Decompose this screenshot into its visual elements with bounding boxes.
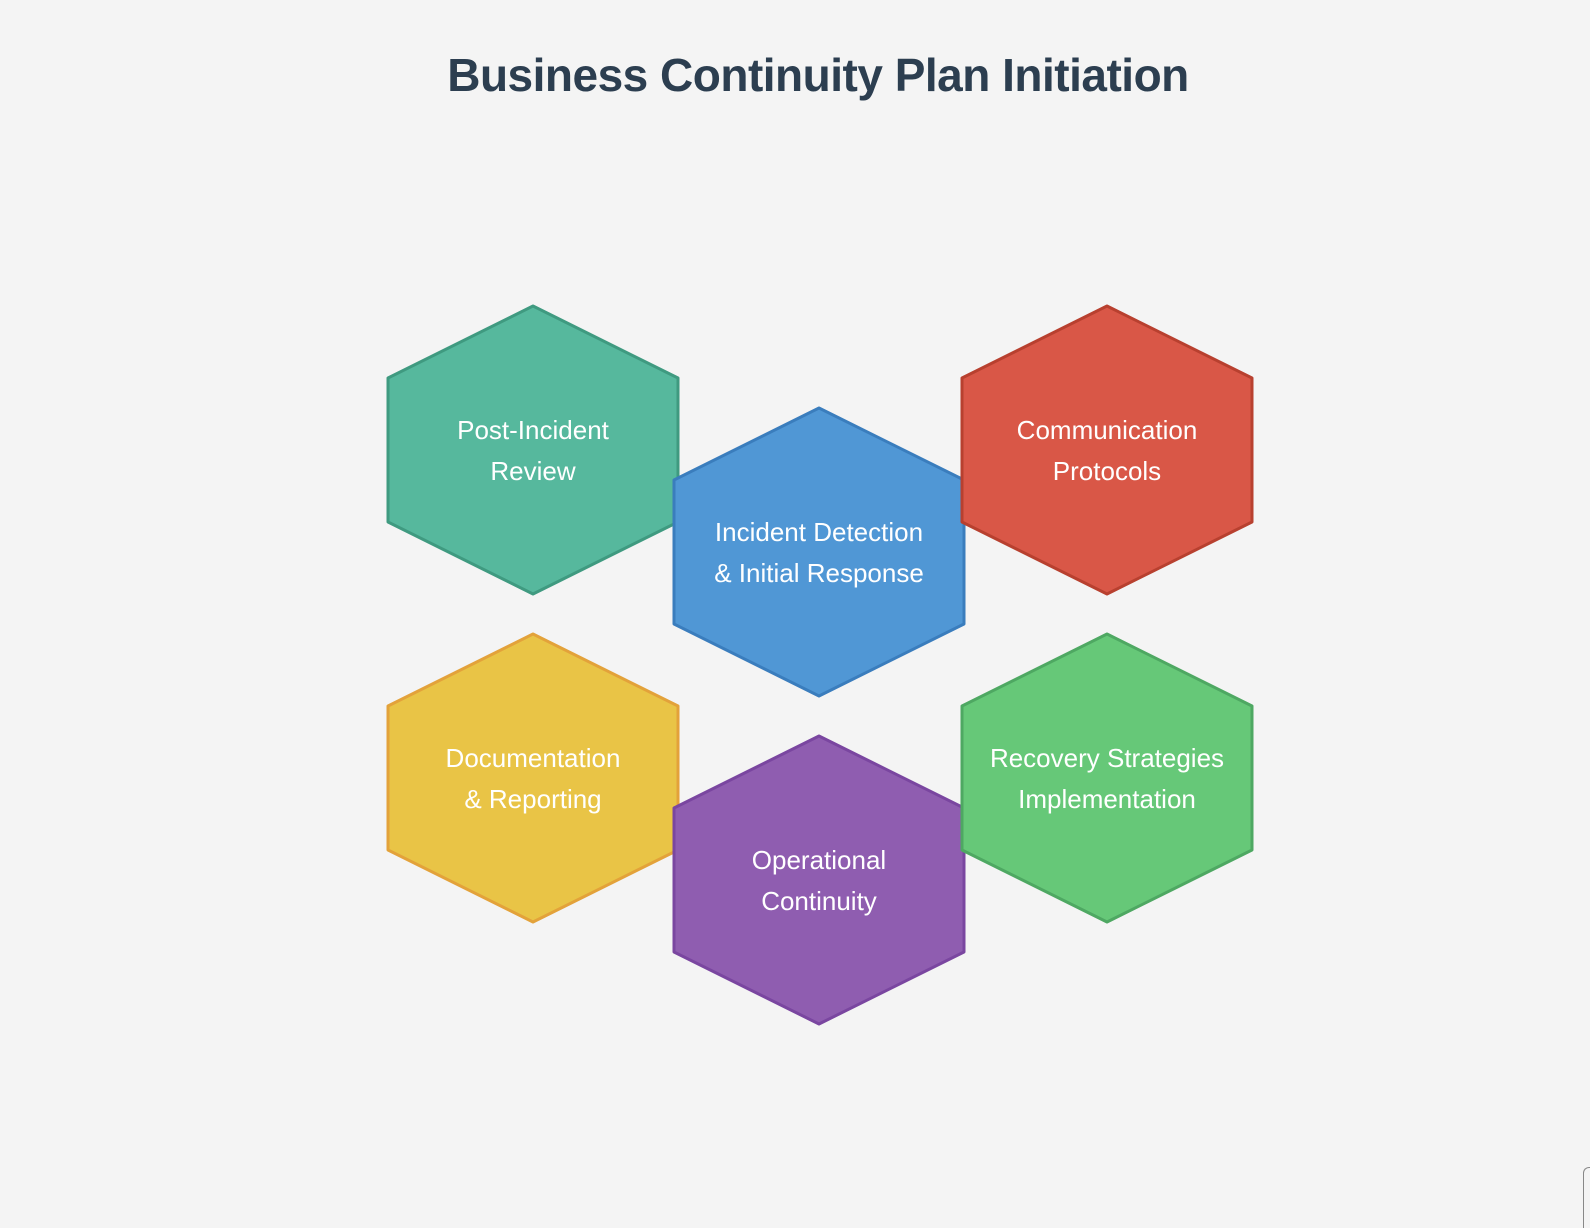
hexagon-shape <box>386 632 680 924</box>
hex-recovery-strategies[interactable]: Recovery Strategies Implementation <box>960 632 1254 924</box>
hexagon-polygon <box>386 632 680 924</box>
hexagon-shape <box>386 304 680 596</box>
hexagon-polygon <box>960 304 1254 596</box>
hex-documentation-reporting[interactable]: Documentation & Reporting <box>386 632 680 924</box>
corner-edge <box>1583 1167 1590 1228</box>
hexagon-shape <box>672 734 966 1026</box>
diagram-title: Business Continuity Plan Initiation <box>447 49 1189 101</box>
hexagon-shape <box>960 304 1254 596</box>
hex-incident-detection[interactable]: Incident Detection & Initial Response <box>672 406 966 698</box>
hexagon-polygon <box>672 406 966 698</box>
hex-communication-protocols[interactable]: Communication Protocols <box>960 304 1254 596</box>
hex-post-incident-review[interactable]: Post-Incident Review <box>386 304 680 596</box>
hexagon-polygon <box>672 734 966 1026</box>
hexagon-polygon <box>386 304 680 596</box>
hex-operational-continuity[interactable]: Operational Continuity <box>672 734 966 1026</box>
hexagon-shape <box>672 406 966 698</box>
hexagon-shape <box>960 632 1254 924</box>
hexagon-polygon <box>960 632 1254 924</box>
